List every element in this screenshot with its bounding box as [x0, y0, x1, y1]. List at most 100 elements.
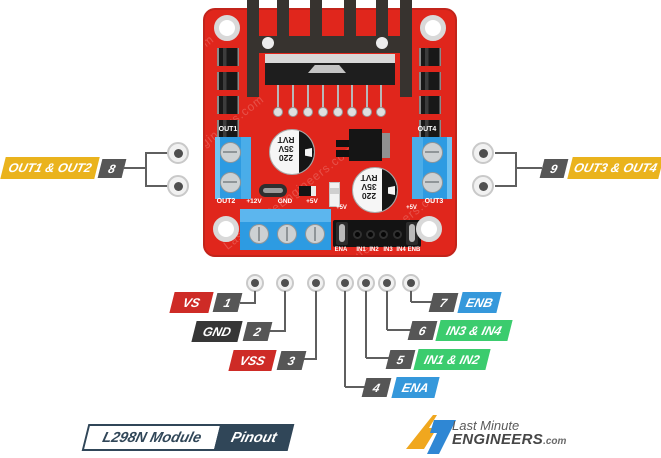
- callout-pin-out2: [167, 175, 189, 197]
- capacitor-marking: 220 35V RVT: [360, 173, 378, 201]
- diode: [217, 96, 239, 114]
- l298-chip-notch: [308, 65, 346, 73]
- terminal-screw: [220, 172, 241, 193]
- silkscreen-enb: ENB: [407, 247, 421, 253]
- callout-pin-out4: [472, 142, 494, 164]
- mounting-hole: [416, 216, 442, 242]
- silkscreen-5v-enb: +5V: [406, 205, 417, 211]
- callout-wire: [146, 185, 168, 187]
- silkscreen-in1: IN1: [356, 247, 366, 253]
- callout-wire: [315, 291, 317, 360]
- terminal-screw: [220, 142, 241, 163]
- callout-wire: [344, 291, 346, 387]
- silkscreen-12v: +12V: [246, 198, 262, 205]
- terminal-screw: [422, 142, 443, 163]
- chip-leg: [351, 85, 353, 112]
- silkscreen-out4: OUT4: [417, 126, 437, 133]
- diode: [217, 120, 239, 138]
- callout-wire: [495, 185, 516, 187]
- capacitor-notch: [305, 148, 312, 157]
- solder-pad: [362, 107, 372, 117]
- solder-pad: [376, 107, 386, 117]
- callout-pin-vss: [307, 274, 325, 292]
- diode: [419, 72, 441, 90]
- callout-pin-out3: [472, 175, 494, 197]
- heatsink-fin: [277, 0, 289, 37]
- pin-label-vss: VSS: [228, 350, 277, 371]
- brand-engineers: ENGINEERS: [452, 431, 544, 448]
- callout-wire: [515, 152, 517, 187]
- pin-number-9: 9: [539, 159, 569, 178]
- capacitor-marking: 220 35V RVT: [277, 135, 295, 163]
- brand-suffix: .com: [543, 436, 567, 447]
- power-terminal-top: [240, 209, 331, 222]
- brand-line2: ENGINEERS.com: [452, 431, 566, 448]
- chip-leg: [380, 85, 382, 112]
- diode: [217, 72, 239, 90]
- heatsink-crossbar: [247, 36, 412, 53]
- silkscreen-5v: +5V: [306, 198, 318, 205]
- pin-label-in3-in4: IN3 & IN4: [435, 320, 513, 341]
- heatsink-screw: [262, 37, 274, 49]
- callout-pin-in1-in2: [357, 274, 375, 292]
- electrolytic-capacitor: 220 35V RVT: [352, 167, 398, 213]
- solder-pad: [333, 107, 343, 117]
- callout-pin-out1: [167, 142, 189, 164]
- diode: [419, 120, 441, 138]
- chip-leg: [322, 85, 324, 112]
- callout-wire: [365, 291, 367, 358]
- diode: [419, 48, 441, 66]
- callout-wire: [254, 291, 256, 303]
- solder-pad: [347, 107, 357, 117]
- l298-chip-stripe: [265, 54, 395, 63]
- silkscreen-in2: IN2: [369, 247, 379, 253]
- pin-number-4: 4: [361, 378, 392, 397]
- callout-wire: [145, 152, 147, 187]
- diode: [419, 96, 441, 114]
- callout-pin-enb: [402, 274, 420, 292]
- electrolytic-capacitor: 220 35V RVT: [269, 129, 315, 175]
- chip-leg: [366, 85, 368, 112]
- callout-pin-vs: [246, 274, 264, 292]
- callout-wire: [123, 167, 147, 169]
- footer-tag-subtitle: Pinout: [213, 424, 295, 451]
- pin-label-gnd: GND: [191, 321, 243, 342]
- callout-wire: [366, 357, 389, 359]
- silkscreen-out1: OUT1: [218, 126, 238, 133]
- callout-pin-ena: [336, 274, 354, 292]
- solder-pad: [303, 107, 313, 117]
- capacitor-notch: [388, 186, 395, 195]
- label-out1-out2: OUT1 & OUT2: [0, 157, 100, 179]
- pin-label-enb: ENB: [457, 292, 502, 313]
- mounting-hole: [420, 15, 446, 41]
- pin-number-3: 3: [276, 351, 307, 370]
- pin-number-6: 6: [407, 321, 438, 340]
- heatsink-fin: [376, 0, 388, 37]
- regulator-leg: [336, 140, 349, 147]
- terminal-screw: [277, 224, 297, 244]
- callout-pin-in3-in4: [378, 274, 396, 292]
- label-out3-out4: OUT3 & OUT4: [567, 157, 661, 179]
- mounting-hole: [214, 15, 240, 41]
- callout-wire: [387, 329, 411, 331]
- header-pin: [393, 230, 402, 239]
- heatsink-screw: [376, 37, 388, 49]
- callout-wire: [146, 152, 168, 154]
- jumper-inner: [263, 188, 283, 193]
- pin-number-2: 2: [242, 322, 273, 341]
- jumper-cap-enb: [406, 222, 418, 245]
- callout-wire: [303, 358, 317, 360]
- pin-number-1: 1: [212, 293, 243, 312]
- callout-wire: [284, 291, 286, 331]
- solder-pad: [318, 107, 328, 117]
- chip-leg: [292, 85, 294, 112]
- header-pin: [366, 230, 375, 239]
- silkscreen-out3: OUT3: [424, 198, 444, 205]
- callout-wire: [269, 330, 286, 332]
- jumper-cap-ena: [336, 222, 348, 245]
- silkscreen-in4: IN4: [396, 247, 406, 253]
- silkscreen-gnd: GND: [277, 198, 293, 205]
- silkscreen-ena: ENA: [334, 247, 348, 253]
- callout-pin-gnd: [276, 274, 294, 292]
